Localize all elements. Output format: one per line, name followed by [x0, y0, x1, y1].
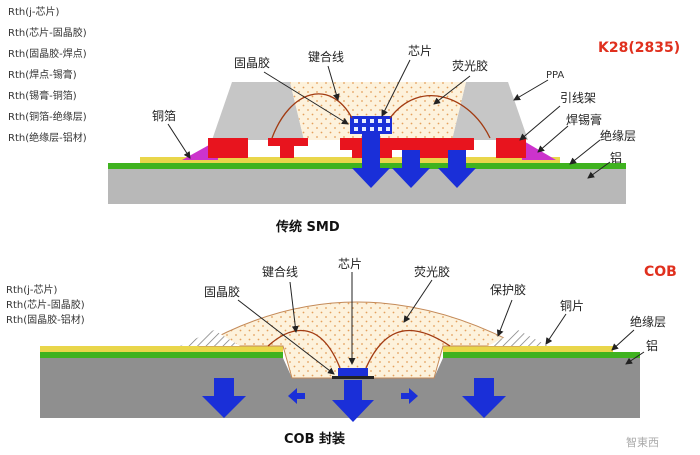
cob-label-protective: 保护胶: [490, 282, 526, 297]
smd-rth-4: Rth(焊点-锡膏): [8, 68, 77, 81]
smd-bond-wire-right: [389, 95, 491, 139]
smd-heat-arrow-3: [438, 150, 476, 188]
smd-pad-left-top: [268, 138, 308, 146]
smd-label-lead-frame: 引线架: [560, 91, 596, 105]
cob-section: Rth(j-芯片) Rth(芯片-固晶胶) Rth(固晶胶-铝材) COB: [6, 257, 677, 447]
smd-label-ppa: PPA: [546, 70, 564, 81]
smd-badge: K28(2835): [598, 40, 680, 56]
cob-bond-wire-left: [267, 329, 341, 369]
smd-label-insulation: 绝缘层: [600, 128, 636, 143]
cob-caption: COB 封装: [284, 431, 345, 447]
cob-label-copper-sheet: 铜片: [560, 298, 584, 313]
cob-die-attach: [332, 376, 374, 379]
smd-caption: 传统 SMD: [275, 219, 340, 235]
cob-label-bond-wire: 键合线: [262, 264, 298, 279]
cob-bond-wire-right: [365, 329, 451, 369]
smd-rth-7: Rth(绝缘层-铝材): [8, 131, 87, 144]
smd-heat-arrow-1: [352, 134, 390, 188]
cob-label-die-attach: 固晶胶: [204, 284, 240, 299]
smd-pad-center-leg-b: [410, 150, 450, 158]
cob-rth-3: Rth(固晶胶-铝材): [6, 313, 85, 326]
smd-ppa-housing-left: [212, 82, 304, 140]
smd-rth-6: Rth(铜箔-绝缘层): [8, 110, 87, 123]
smd-pad-center: [340, 138, 474, 150]
cob-insulation-left: [40, 352, 283, 358]
cob-label-chip: 芯片: [338, 257, 362, 271]
cob-rth-1: Rth(j-芯片): [6, 283, 57, 296]
smd-heat-arrow-2: [392, 150, 430, 188]
smd-chip: [350, 116, 392, 134]
smd-label-phosphor: 荧光胶: [452, 58, 488, 73]
cob-insulation-right: [443, 352, 640, 358]
smd-section: Rth(j-芯片) Rth(芯片-固晶胶) Rth(固晶胶-焊点) Rth(焊点…: [8, 5, 680, 235]
smd-lead-frame-left: [208, 138, 248, 158]
smd-label-solder-paste: 焊锡膏: [566, 112, 602, 127]
watermark: 智東西: [626, 435, 659, 449]
smd-rth-2: Rth(芯片-固晶胶): [8, 26, 87, 39]
cob-phosphor-dome: [198, 301, 521, 379]
smd-lead-frame-right: [496, 138, 526, 158]
smd-label-copper-foil: 铜箔: [152, 108, 176, 123]
smd-copper-foil: [140, 157, 560, 163]
cob-thermal-list: Rth(j-芯片) Rth(芯片-固晶胶) Rth(固晶胶-铝材): [6, 283, 85, 326]
smd-label-chip: 芯片: [408, 44, 432, 58]
cob-heat-arrow-3: [462, 378, 506, 418]
smd-rth-3: Rth(固晶胶-焊点): [8, 47, 87, 60]
cob-heat-arrow-1: [202, 378, 246, 418]
cob-heat-arrow-left: [288, 388, 305, 404]
smd-bond-wire-left: [271, 93, 353, 139]
smd-ppa-housing-right: [452, 82, 528, 140]
smd-thermal-list: Rth(j-芯片) Rth(芯片-固晶胶) Rth(固晶胶-焊点) Rth(焊点…: [8, 5, 87, 144]
smd-rth-1: Rth(j-芯片): [8, 5, 59, 18]
cob-protective-glue-left: [180, 330, 240, 346]
cob-heat-arrows: [202, 378, 506, 422]
cob-protective-glue-right: [488, 330, 548, 346]
cob-badge: COB: [644, 264, 677, 280]
cob-heat-arrow-2: [332, 380, 374, 422]
smd-label-die-attach: 固晶胶: [234, 55, 270, 70]
smd-label-aluminum: 铝: [610, 150, 622, 165]
cob-heat-arrow-right: [401, 388, 418, 404]
cob-copper-sheet-left: [40, 346, 283, 352]
smd-pad-left-post: [280, 146, 294, 158]
cob-label-phosphor: 荧光胶: [414, 264, 450, 279]
cob-chip: [338, 368, 368, 376]
smd-label-bond-wire: 键合线: [308, 49, 344, 64]
smd-rth-5: Rth(锡膏-铜箔): [8, 89, 77, 102]
cob-copper-sheet-right: [443, 346, 613, 352]
cob-label-aluminum: 铝: [646, 338, 658, 353]
smd-heat-arrows: [352, 134, 476, 188]
cob-rth-2: Rth(芯片-固晶胶): [6, 298, 85, 311]
cob-label-insulation: 绝缘层: [630, 314, 666, 329]
